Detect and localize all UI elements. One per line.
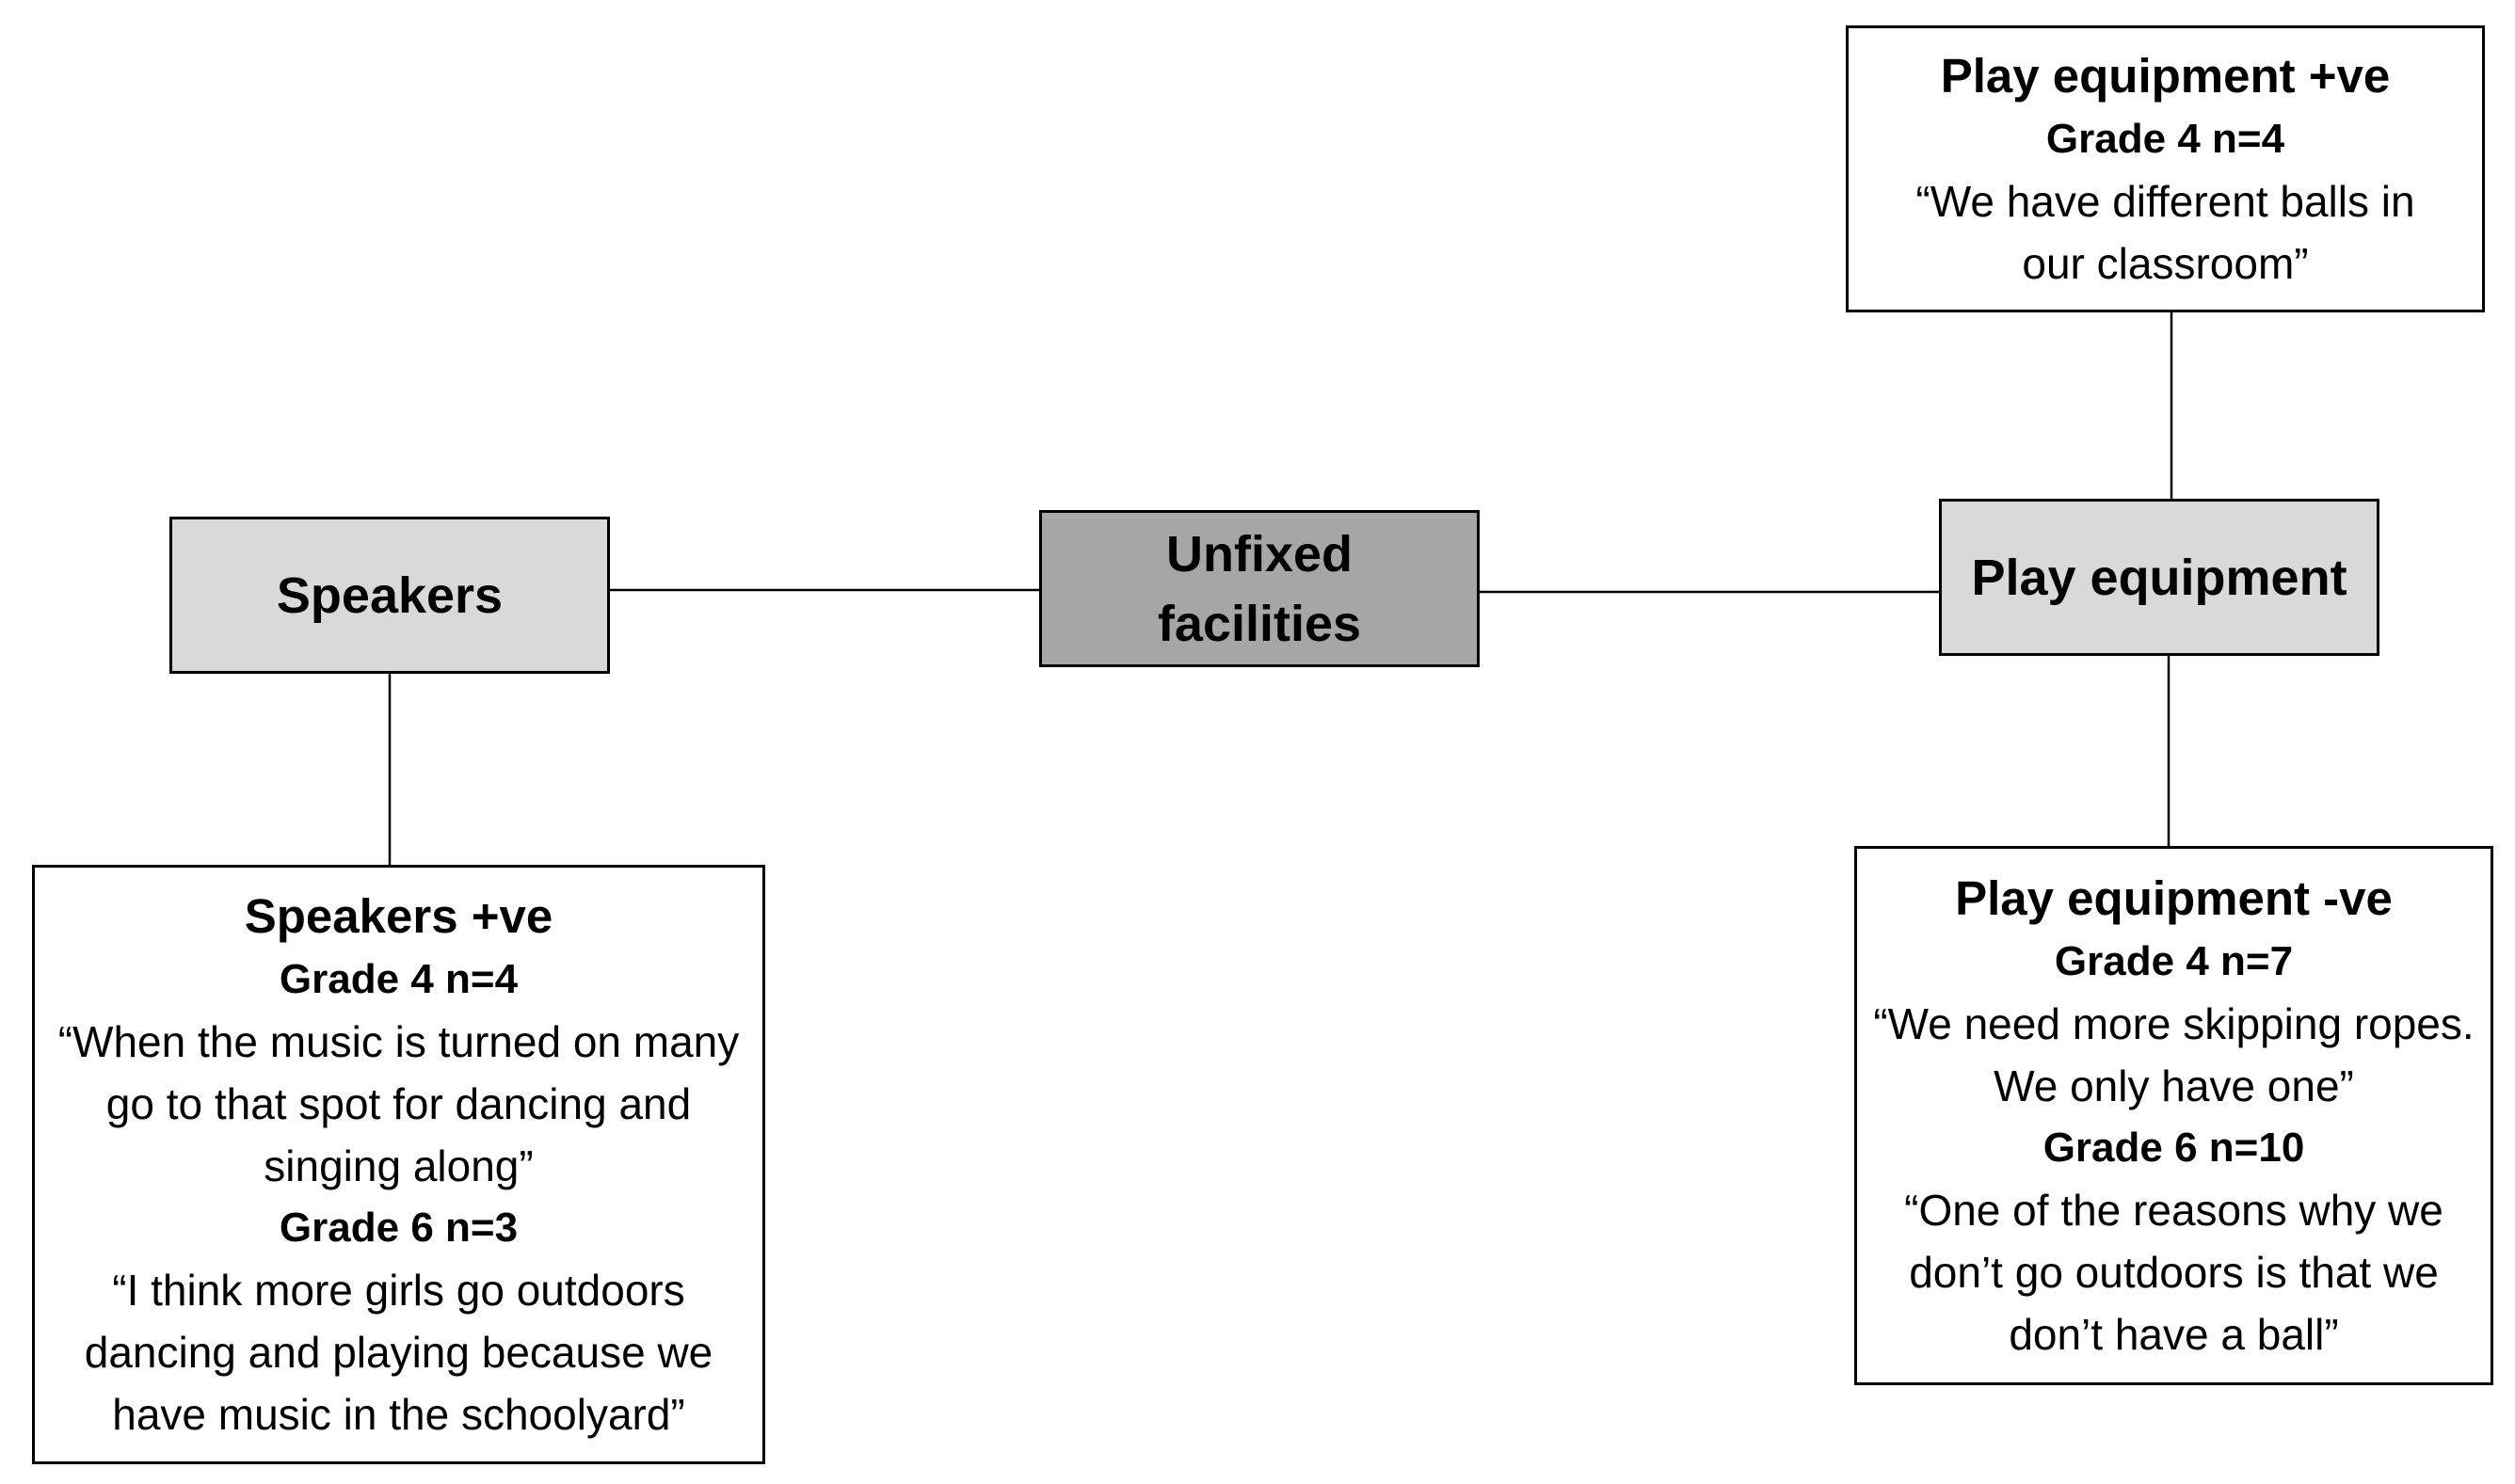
play-equipment-negative-box: Play equipment -ve Grade 4 n=7 “We need … <box>1854 846 2493 1385</box>
speakers-node-label: Speakers <box>276 566 504 624</box>
play-equipment-positive-box: Play equipment +ve Grade 4 n=4 “We have … <box>1846 25 2485 312</box>
play-equipment-negative-heading: Play equipment -ve <box>1955 870 2393 925</box>
speakers-positive-heading: Speakers +ve <box>244 888 553 943</box>
speakers-node: Speakers <box>169 517 610 674</box>
play-equipment-negative-grade-4: Grade 4 n=7 <box>2054 937 2294 984</box>
speakers-positive-quote-grade-4: “When the music is turned on many go to … <box>57 1016 740 1190</box>
play-equipment-node-label: Play equipment <box>1971 549 2347 606</box>
speakers-positive-grade-4: Grade 4 n=4 <box>279 955 519 1002</box>
play-equipment-node: Play equipment <box>1939 499 2379 656</box>
play-equipment-positive-heading: Play equipment +ve <box>1940 48 2391 103</box>
speakers-positive-quote-grade-6: “I think more girls go outdoors dancing … <box>84 1265 713 1439</box>
play-equipment-positive-grade-4: Grade 4 n=4 <box>2045 115 2285 162</box>
play-equipment-negative-quote-grade-4: “We need more skipping ropes. We only ha… <box>1873 998 2475 1110</box>
speakers-positive-box: Speakers +ve Grade 4 n=4 “When the music… <box>32 865 765 1464</box>
unfixed-facilities-label-line2: facilities <box>1157 595 1362 652</box>
play-equipment-negative-quote-grade-6: “One of the reasons why we don’t go outd… <box>1904 1185 2443 1359</box>
play-equipment-positive-quote-grade-4: “We have different balls in our classroo… <box>1915 176 2415 288</box>
play-equipment-negative-grade-6: Grade 6 n=10 <box>2042 1124 2305 1171</box>
unfixed-facilities-node: Unfixed facilities <box>1039 510 1480 667</box>
speakers-positive-grade-6: Grade 6 n=3 <box>279 1204 519 1251</box>
unfixed-facilities-label-line1: Unfixed <box>1165 525 1354 582</box>
